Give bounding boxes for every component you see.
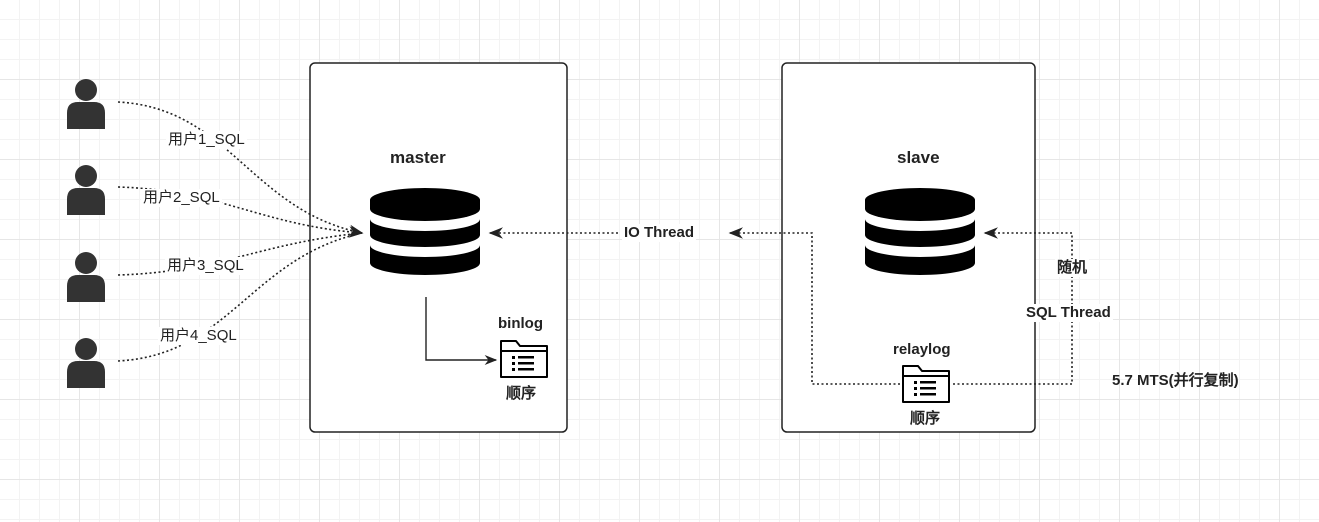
master-container	[309, 62, 568, 433]
binlog-order-label: 顺序	[506, 385, 537, 402]
user-icon	[67, 165, 105, 215]
user-icon	[67, 79, 105, 129]
slave-title: slave	[897, 148, 940, 167]
user4-sql-label: 用户4_SQL	[158, 327, 239, 345]
relaylog-file-icon	[902, 365, 950, 403]
user-icon	[67, 338, 105, 388]
io-thread-edge	[728, 227, 900, 385]
random-label: 随机	[1055, 259, 1090, 277]
mts-label: 5.7 MTS(并行复制)	[1112, 372, 1239, 389]
user2-sql-label: 用户2_SQL	[141, 189, 222, 207]
binlog-label: binlog	[498, 315, 543, 332]
io-thread-label: IO Thread	[622, 224, 697, 242]
user-icon	[67, 252, 105, 302]
user3-sql-label: 用户3_SQL	[165, 257, 246, 275]
binlog-file-icon	[500, 340, 548, 378]
user1-sql-edge	[117, 101, 364, 237]
slave-container	[781, 62, 1036, 433]
master-to-binlog-edge	[425, 297, 498, 366]
sql-thread-label: SQL Thread	[1024, 304, 1113, 322]
master-title: master	[390, 148, 446, 167]
relaylog-label: relaylog	[893, 341, 951, 358]
relaylog-order-label: 顺序	[910, 410, 941, 427]
master-database-icon	[370, 188, 480, 275]
user3-sql-edge	[117, 232, 363, 276]
slave-database-icon	[865, 188, 975, 275]
user1-sql-label: 用户1_SQL	[166, 131, 247, 149]
